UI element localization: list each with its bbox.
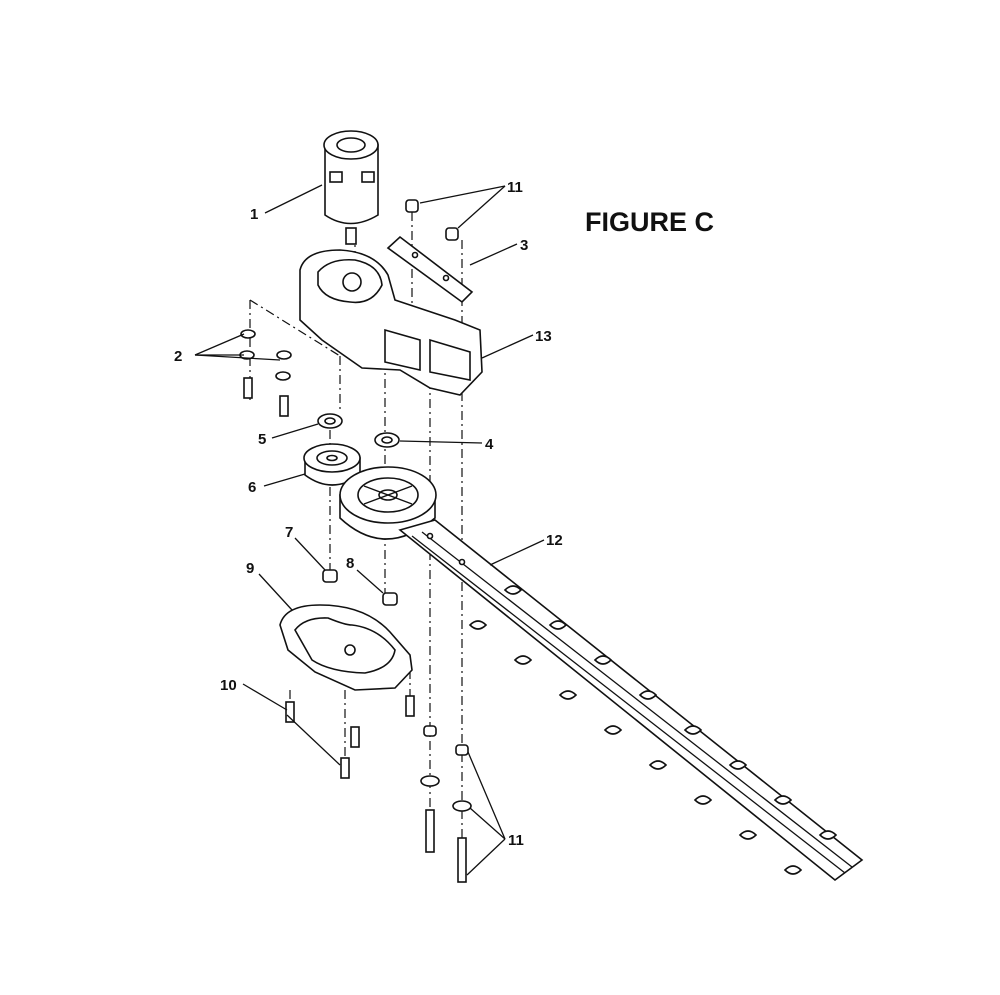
- motor: [323, 130, 379, 245]
- callout-6: 6: [248, 479, 256, 496]
- gear-cover: [279, 604, 413, 691]
- callout-8: 8: [346, 555, 354, 572]
- top-nuts: [405, 199, 459, 241]
- callout-11-bottom: 11: [508, 832, 524, 849]
- figure-title: FIGURE C: [585, 207, 714, 237]
- hedge-blade: [398, 519, 864, 882]
- callout-13: 13: [535, 328, 552, 345]
- gear-housing: [299, 249, 483, 396]
- leader-lines: [194, 184, 545, 876]
- callout-11-top: 11: [507, 179, 523, 196]
- callout-9: 9: [246, 560, 254, 577]
- blade-plate: [386, 235, 474, 304]
- washers: [317, 413, 400, 448]
- callout-numbers: 1 2 3 4 5 6 7 8 9 10 11 11 12 13: [174, 179, 563, 849]
- callout-5: 5: [258, 431, 266, 448]
- callout-4: 4: [485, 436, 494, 453]
- callout-10: 10: [220, 677, 237, 694]
- callout-2: 2: [174, 348, 182, 365]
- bottom-fasteners: [420, 725, 472, 883]
- callout-1: 1: [250, 206, 258, 223]
- cover-screws: [285, 695, 415, 779]
- callout-7: 7: [285, 524, 293, 541]
- callout-3: 3: [520, 237, 528, 254]
- callout-12: 12: [546, 532, 563, 549]
- bushings: [322, 569, 398, 606]
- mounting-screws-and-washers: [239, 329, 292, 417]
